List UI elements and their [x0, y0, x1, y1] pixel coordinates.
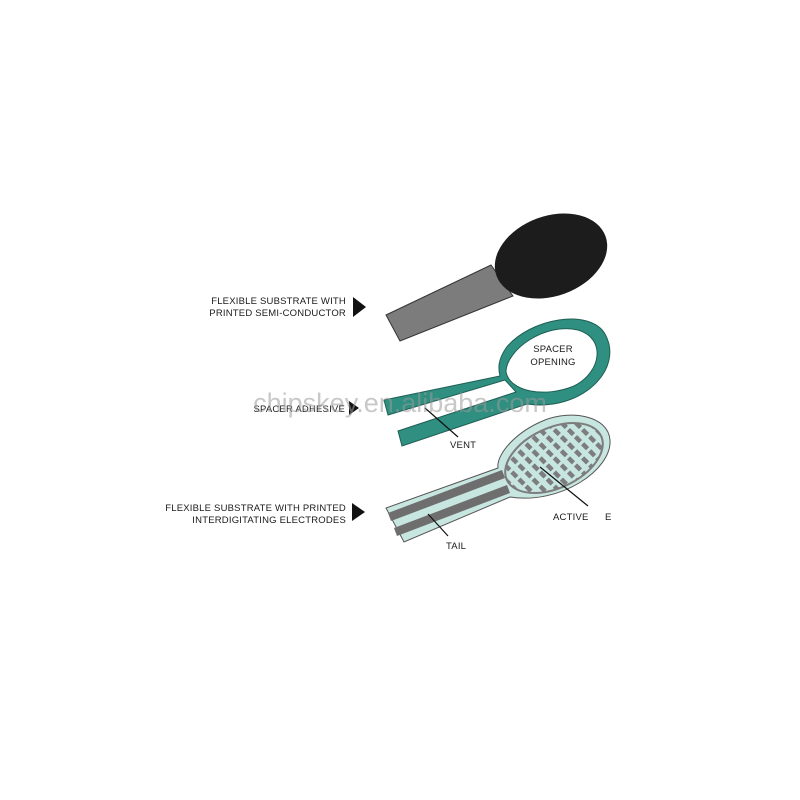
- active-area-pattern: [504, 422, 604, 494]
- spacer-adhesive-label: SPACER ADHESIVE: [253, 404, 345, 415]
- active-area-leader-line: [539, 466, 589, 507]
- spacer-opening-label-line2: OPENING: [530, 357, 575, 368]
- active-area-label-suffix: E: [605, 512, 612, 523]
- electrode-layer: [385, 414, 611, 543]
- vent-leader-line: [424, 407, 459, 438]
- tail-label: TAIL: [446, 541, 466, 552]
- semiconductor-layer: [385, 213, 608, 342]
- semiconductor-label-line2: PRINTED SEMI-CONDUCTOR: [209, 308, 346, 319]
- arrow-spacer: [349, 401, 359, 415]
- electrodes-label-line2: INTERDIGITATING ELECTRODES: [192, 515, 346, 526]
- spacer-adhesive-shape: [383, 318, 611, 447]
- vent-label: VENT: [450, 440, 476, 451]
- arrow-electrodes: [352, 503, 365, 521]
- electrodes-label-line1: FLEXIBLE SUBSTRATE WITH PRINTED: [165, 503, 346, 514]
- spacer-opening-label-line1: SPACER: [533, 344, 573, 355]
- semiconductor-pad: [494, 213, 608, 299]
- active-area-label: ACTIVE: [553, 512, 589, 523]
- electrode-trace-lower: [394, 485, 510, 536]
- semiconductor-substrate-tail: [385, 264, 514, 342]
- arrow-semiconductor: [353, 297, 366, 317]
- watermark: chipskey.en.alibaba.com: [253, 388, 547, 418]
- semiconductor-label-line1: FLEXIBLE SUBSTRATE WITH: [211, 296, 346, 307]
- spacer-adhesive-layer: SPACER OPENING: [383, 318, 611, 447]
- tail-leader-line: [427, 513, 449, 537]
- electrode-trace-upper: [388, 470, 505, 521]
